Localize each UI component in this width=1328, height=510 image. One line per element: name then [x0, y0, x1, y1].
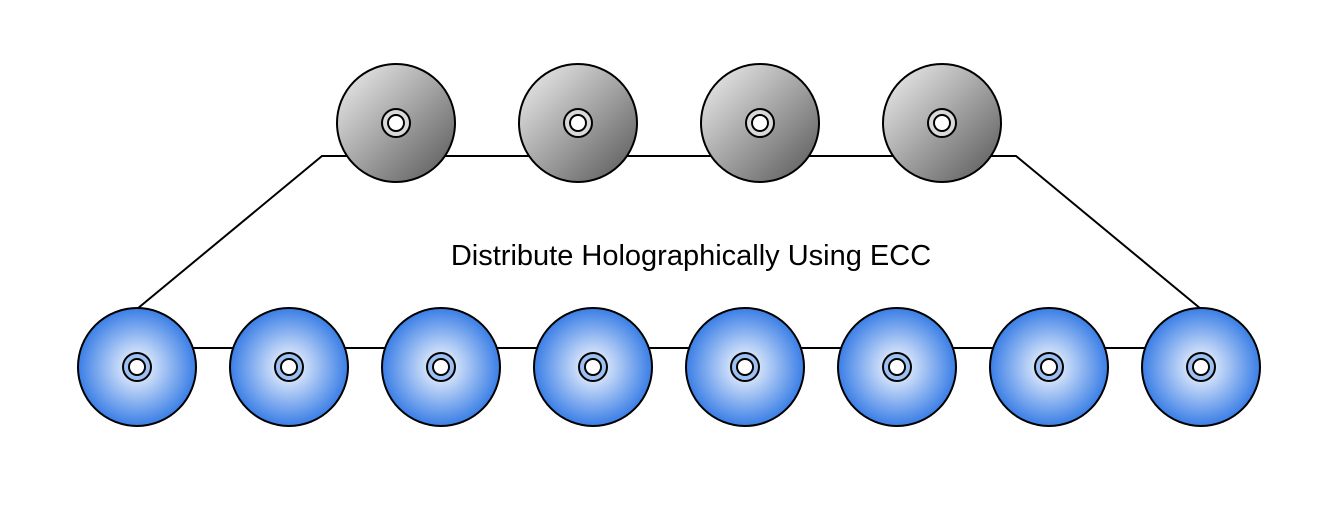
target-disc-icon-6 — [837, 307, 957, 427]
source-disc-icon-2 — [518, 63, 638, 183]
target-disc-icon-5 — [685, 307, 805, 427]
disc-hole — [933, 114, 951, 132]
target-disc-icon-4 — [533, 307, 653, 427]
target-disc-row — [77, 307, 1261, 427]
disc-hole — [280, 358, 298, 376]
source-disc-icon-4 — [882, 63, 1002, 183]
disc-hole — [432, 358, 450, 376]
source-disc-icon-1 — [336, 63, 456, 183]
disc-hole — [1040, 358, 1058, 376]
diagram-caption: Distribute Holographically Using ECC — [450, 240, 932, 272]
disc-hole — [584, 358, 602, 376]
disc-hole — [569, 114, 587, 132]
disc-hole — [1192, 358, 1210, 376]
disc-hole — [751, 114, 769, 132]
disc-hole — [736, 358, 754, 376]
target-disc-icon-1 — [77, 307, 197, 427]
target-disc-icon-3 — [381, 307, 501, 427]
disc-hole — [888, 358, 906, 376]
disc-hole — [128, 358, 146, 376]
target-disc-icon-8 — [1141, 307, 1261, 427]
disc-hole — [387, 114, 405, 132]
target-disc-icon-2 — [229, 307, 349, 427]
distribution-connector-line — [136, 155, 1202, 310]
target-disc-icon-7 — [989, 307, 1109, 427]
source-disc-icon-3 — [700, 63, 820, 183]
source-disc-row — [336, 63, 1002, 183]
